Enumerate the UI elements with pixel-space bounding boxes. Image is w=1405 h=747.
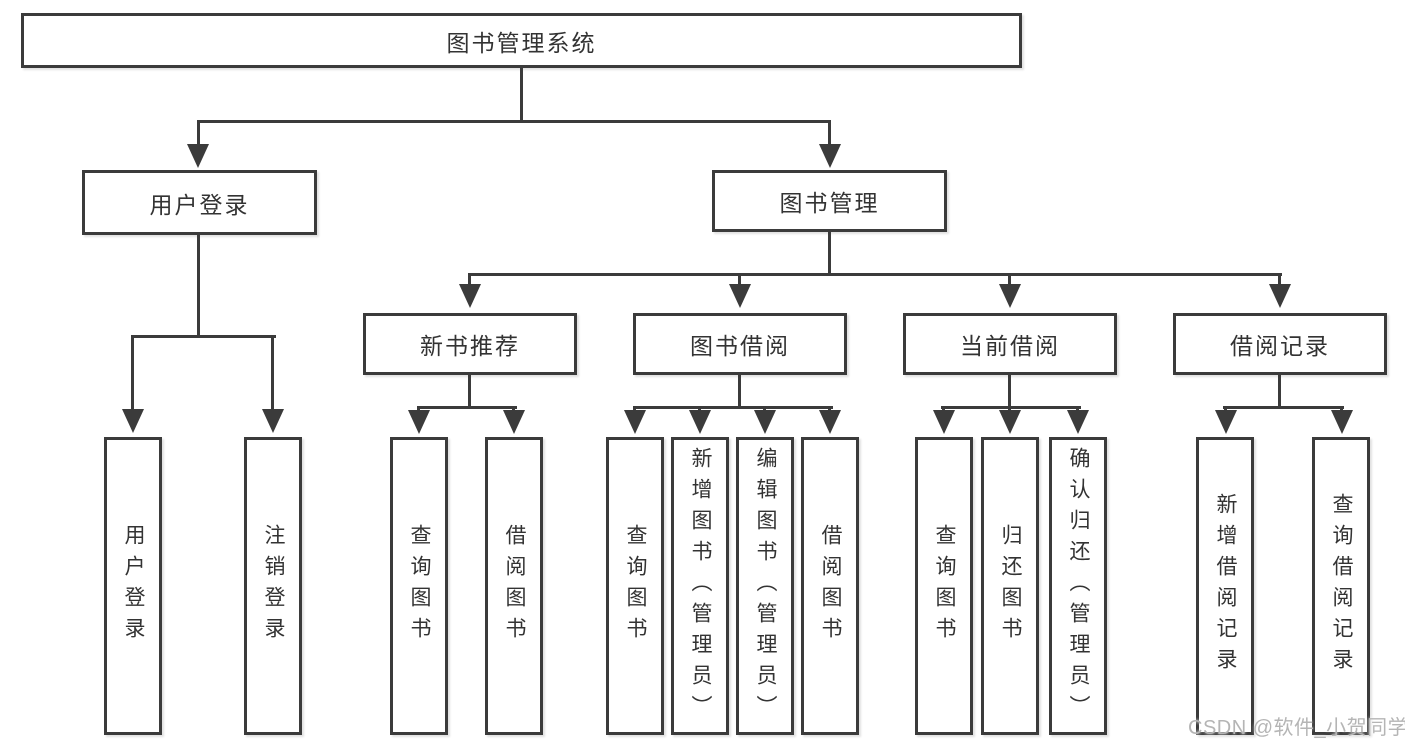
leaf-cb-return-books: 归还图书 xyxy=(981,437,1039,735)
leaf-label: 注销登录 xyxy=(262,524,285,648)
arrow-down-icon xyxy=(1269,284,1291,308)
leaf-nb-query-books: 查询图书 xyxy=(390,437,448,735)
connector-line xyxy=(1223,406,1344,409)
leaf-label: 编辑图书（管理员） xyxy=(754,446,777,726)
arrow-down-icon xyxy=(999,284,1021,308)
node-new-book-recommend: 新书推荐 xyxy=(363,313,577,375)
leaf-bb-edit-books-admin: 编辑图书（管理员） xyxy=(736,437,794,735)
connector-line xyxy=(1008,273,1011,287)
arrow-down-icon xyxy=(1331,410,1353,434)
leaf-bb-query-books: 查询图书 xyxy=(606,437,664,735)
arrow-down-icon xyxy=(503,410,525,434)
connector-line xyxy=(417,406,517,409)
arrow-down-icon xyxy=(459,284,481,308)
node-book-management: 图书管理 xyxy=(712,170,947,232)
connector-line xyxy=(197,235,200,335)
connector-line xyxy=(828,120,831,148)
arrow-down-icon xyxy=(729,284,751,308)
arrow-down-icon xyxy=(624,410,646,434)
connector-line xyxy=(941,406,1081,409)
leaf-bb-add-books-admin: 新增图书（管理员） xyxy=(671,437,729,735)
leaf-label: 确认归还（管理员） xyxy=(1067,446,1090,726)
connector-line xyxy=(738,375,741,409)
arrow-down-icon xyxy=(187,144,209,168)
connector-line xyxy=(633,406,833,409)
arrow-down-icon xyxy=(1215,410,1237,434)
node-current-borrow: 当前借阅 xyxy=(903,313,1117,375)
leaf-label: 新增借阅记录 xyxy=(1214,493,1237,679)
leaf-label: 查询图书 xyxy=(408,524,431,648)
arrow-down-icon xyxy=(262,409,284,433)
leaf-label: 借阅图书 xyxy=(503,524,526,648)
arrow-down-icon xyxy=(933,410,955,434)
leaf-cb-confirm-return-admin: 确认归还（管理员） xyxy=(1049,437,1107,735)
leaf-logout: 注销登录 xyxy=(244,437,302,735)
leaf-br-query-record: 查询借阅记录 xyxy=(1312,437,1370,735)
arrow-down-icon xyxy=(408,410,430,434)
arrow-down-icon xyxy=(819,144,841,168)
connector-line xyxy=(197,120,831,123)
connector-line xyxy=(468,273,471,287)
connector-line xyxy=(271,335,274,413)
leaf-br-add-record: 新增借阅记录 xyxy=(1196,437,1254,735)
connector-line xyxy=(520,68,523,120)
connector-line xyxy=(738,273,741,287)
leaf-label: 查询图书 xyxy=(624,524,647,648)
connector-line xyxy=(1008,375,1011,409)
node-borrow-records: 借阅记录 xyxy=(1173,313,1387,375)
node-user-login: 用户登录 xyxy=(82,170,317,235)
arrow-down-icon xyxy=(754,410,776,434)
leaf-user-login: 用户登录 xyxy=(104,437,162,735)
arrow-down-icon xyxy=(1067,410,1089,434)
leaf-label: 新增图书（管理员） xyxy=(689,446,712,726)
connector-line xyxy=(468,375,471,409)
connector-line xyxy=(828,232,831,273)
arrow-down-icon xyxy=(819,410,841,434)
leaf-label: 归还图书 xyxy=(999,524,1022,648)
connector-line xyxy=(468,273,1282,276)
leaf-label: 借阅图书 xyxy=(819,524,842,648)
arrow-down-icon xyxy=(999,410,1021,434)
leaf-label: 查询借阅记录 xyxy=(1330,493,1353,679)
leaf-label: 用户登录 xyxy=(122,524,145,648)
arrow-down-icon xyxy=(689,410,711,434)
leaf-label: 查询图书 xyxy=(933,524,956,648)
connector-line xyxy=(131,335,134,413)
connector-line xyxy=(197,120,200,148)
connector-line xyxy=(1278,375,1281,409)
leaf-bb-borrow-books: 借阅图书 xyxy=(801,437,859,735)
node-book-borrow: 图书借阅 xyxy=(633,313,847,375)
connector-line xyxy=(1278,273,1281,287)
node-library-system: 图书管理系统 xyxy=(21,13,1022,68)
leaf-cb-query-books: 查询图书 xyxy=(915,437,973,735)
connector-line xyxy=(131,335,276,338)
csdn-watermark: CSDN @软件_小贺同学 xyxy=(1188,717,1405,739)
leaf-nb-borrow-books: 借阅图书 xyxy=(485,437,543,735)
arrow-down-icon xyxy=(122,409,144,433)
